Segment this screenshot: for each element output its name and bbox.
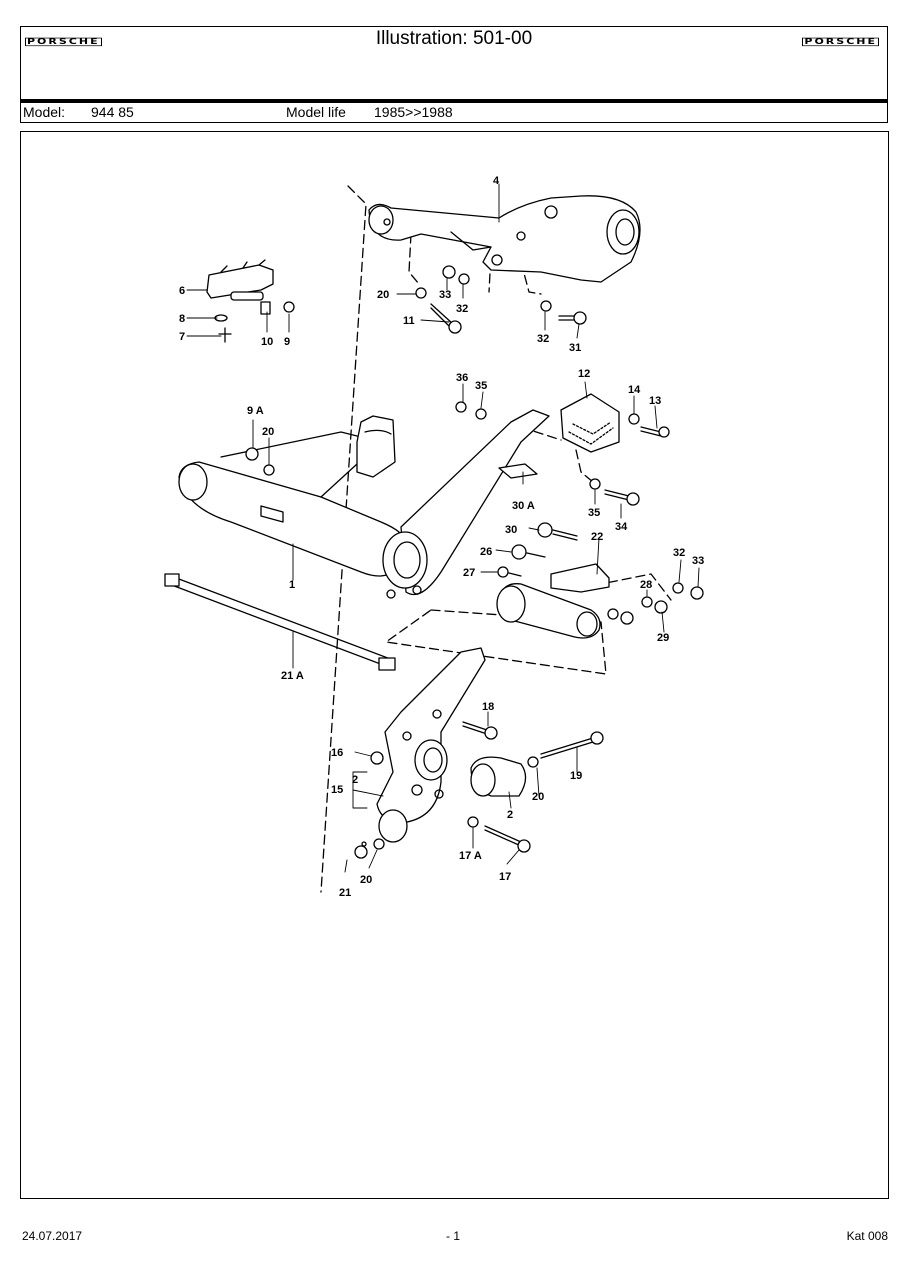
part-22-bracket: [496, 522, 704, 639]
model-value: 944 85: [91, 104, 134, 120]
callout-label: 34: [615, 521, 628, 533]
callout-label: 27: [463, 567, 475, 579]
callout-label: 4: [493, 175, 500, 187]
left-mid-hardware: [245, 447, 275, 476]
callout-label: 33: [439, 289, 451, 301]
part-15-trailing-arm: [354, 647, 486, 859]
callout-label: 1: [289, 579, 295, 591]
callout-label: 19: [570, 770, 582, 782]
callout-label: 9: [284, 336, 290, 348]
callout-label: 13: [649, 395, 661, 407]
exploded-parts-diagram: 4 6 8 7 10 9 20 33 32 11 32 31 36 35 12 …: [20, 131, 889, 1199]
part-4-bracket: [368, 195, 641, 283]
callout-label: 35: [588, 507, 600, 519]
part-6-mount: [206, 259, 295, 343]
callout-label: 30: [505, 524, 517, 536]
callout-label: 15: [331, 784, 343, 796]
callout-label: 26: [480, 546, 492, 558]
part-1-axle-tube: [178, 409, 550, 599]
callout-label: 17 A: [459, 850, 482, 862]
callout-label: 12: [578, 368, 590, 380]
callout-labels: 4 6 8 7 10 9 20 33 32 11 32 31 36 35 12 …: [179, 175, 704, 899]
callout-label: 31: [569, 342, 581, 354]
callout-label: 9 A: [247, 405, 264, 417]
callout-label: 32: [537, 333, 549, 345]
callout-label: 32: [673, 547, 685, 559]
callout-label: 18: [482, 701, 494, 713]
porsche-logo-left: PORSCHE: [25, 37, 102, 47]
leader-lines: [186, 183, 700, 873]
callout-label: 8: [179, 313, 185, 325]
top-hardware: [415, 265, 587, 334]
footer-page: - 1: [446, 1229, 461, 1243]
callout-label: 28: [640, 579, 652, 591]
model-life-value: 1985>>1988: [374, 104, 453, 120]
lower-right-hardware: [462, 721, 604, 853]
callout-label: 7: [179, 331, 185, 343]
callout-label: 36: [456, 372, 468, 384]
callout-label: 11: [403, 315, 415, 327]
callout-label: 2: [507, 809, 513, 821]
callout-label: 6: [179, 285, 185, 297]
part-21a-torsion-bar: [164, 573, 396, 671]
callout-label: 16: [331, 747, 343, 759]
callout-label: 35: [475, 380, 487, 392]
callout-label: 29: [657, 632, 669, 644]
callout-label: 2: [352, 774, 358, 786]
callout-label: 22: [591, 531, 603, 543]
model-bar: Model: 944 85 Model life 1985>>1988: [20, 100, 888, 123]
footer-date: 24.07.2017: [22, 1229, 83, 1243]
header-box: PORSCHE Illustration: 501-00 PORSCHE: [20, 26, 888, 100]
callout-label: 20: [360, 874, 372, 886]
callout-label: 10: [261, 336, 273, 348]
callout-label: 21 A: [281, 670, 304, 682]
callout-label: 32: [456, 303, 468, 315]
page-title: Illustration: 501-00: [375, 28, 533, 49]
callout-label: 30 A: [512, 500, 535, 512]
callout-label: 17: [499, 871, 511, 883]
footer-catalog: Kat 008: [846, 1229, 888, 1243]
callout-label: 20: [377, 289, 389, 301]
callout-label: 14: [628, 384, 641, 396]
porsche-logo-right: PORSCHE: [802, 37, 879, 47]
callout-label: 21: [339, 887, 351, 899]
model-label: Model:: [23, 104, 66, 120]
model-life-label: Model life: [286, 104, 346, 120]
callout-label: 33: [692, 555, 704, 567]
part-12-mount: [455, 393, 670, 506]
parts-drawing: 4 6 8 7 10 9 20 33 32 11 32 31 36 35 12 …: [164, 175, 704, 899]
callout-label: 20: [532, 791, 544, 803]
callout-label: 20: [262, 426, 274, 438]
